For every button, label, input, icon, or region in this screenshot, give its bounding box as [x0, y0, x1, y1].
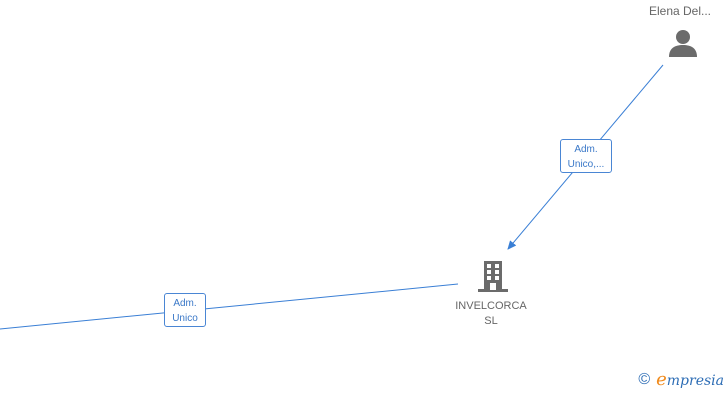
edge-label-line1: Adm.	[574, 144, 598, 155]
building-icon[interactable]	[476, 259, 510, 293]
person-icon[interactable]	[668, 28, 698, 58]
edge-label-line1: Adm.	[173, 298, 197, 309]
edge-label-adm-unico-1[interactable]: Adm. Unico,...	[560, 139, 612, 173]
person-node-label[interactable]: Elena Del...	[648, 4, 712, 18]
brand-logo: empresia	[656, 369, 724, 390]
empresia-brand: © empresia	[638, 369, 724, 390]
copyright-icon: ©	[638, 370, 651, 388]
edge-left-to-company	[0, 283, 459, 330]
company-node-label[interactable]: INVELCORCA SL	[446, 299, 536, 329]
edge-label-adm-unico-2[interactable]: Adm. Unico	[164, 293, 206, 327]
edge-label-line2: Unico,...	[567, 159, 605, 170]
edge-label-line2: Unico	[172, 313, 198, 324]
company-label-line2: SL	[484, 315, 498, 327]
company-label-line1: INVELCORCA	[455, 300, 527, 312]
